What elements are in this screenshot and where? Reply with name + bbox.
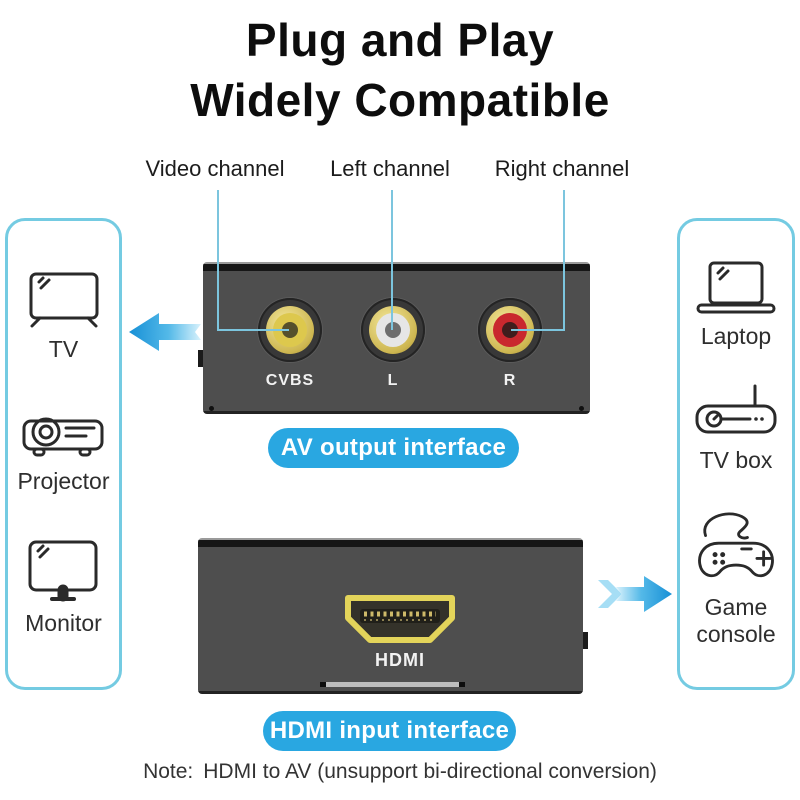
device-side-switch: [198, 350, 203, 367]
connector-line-right-vertical: [563, 190, 565, 330]
device-side-switch: [583, 632, 588, 649]
jack-label-l: L: [387, 372, 399, 389]
output-devices-panel: TV Projector Monitor: [5, 218, 122, 690]
note-prefix: Note:: [143, 760, 194, 783]
connector-line-right-horizontal: [511, 329, 565, 331]
device-label-game-console: Game console: [696, 594, 776, 648]
jack-label-cvbs: CVBS: [265, 372, 315, 389]
arrow-left-icon: [129, 313, 201, 351]
label-video-channel: Video channel: [145, 156, 285, 181]
screw-icon: [579, 406, 584, 411]
device-label-projector: Projector: [17, 467, 110, 494]
page-title: Plug and Play Widely Compatible: [0, 10, 800, 130]
connector-line-video-vertical: [217, 190, 219, 330]
hdmi-input-caption: HDMI input interface: [263, 711, 516, 751]
game-console-icon: [698, 512, 774, 578]
device-label-tvbox: TV box: [699, 447, 773, 474]
connector-line-left-vertical: [391, 190, 393, 330]
tv-box-icon: [695, 384, 777, 434]
hdmi-port-label: HDMI: [375, 650, 425, 670]
device-item-tvbox: TV box: [695, 382, 777, 474]
hdmi-port-icon: [345, 595, 455, 643]
device-label-laptop: Laptop: [700, 322, 772, 349]
av-converter-device: CVBS L R: [198, 262, 590, 414]
hdmi-converter-device: HDMI: [198, 538, 588, 694]
rca-jack-left-audio: [361, 298, 425, 362]
screw-icon: [209, 406, 214, 411]
label-right-channel: Right channel: [494, 156, 630, 181]
device-bottom-slot: [320, 682, 465, 687]
jack-label-r: R: [503, 372, 517, 389]
rca-jack-cvbs: [258, 298, 322, 362]
note-text: HDMI to AV (unsupport bi-directional con…: [203, 760, 657, 783]
projector-icon: [22, 417, 104, 457]
note: Note: HDMI to AV (unsupport bi-directiona…: [0, 760, 800, 784]
device-label-tv: TV: [48, 335, 79, 362]
input-devices-panel: Laptop TV box: [677, 218, 795, 690]
title-line-1: Plug and Play: [245, 14, 555, 66]
device-label-monitor: Monitor: [25, 609, 102, 636]
label-left-channel: Left channel: [330, 156, 450, 181]
tv-icon: [29, 272, 98, 328]
device-item-tv: TV: [28, 271, 100, 363]
laptop-icon: [696, 261, 776, 314]
device-item-game-console: Game console: [686, 507, 786, 648]
av-output-caption: AV output interface: [268, 428, 519, 468]
connector-line-video-horizontal: [217, 329, 289, 331]
monitor-icon: [28, 540, 98, 602]
title-line-2: Widely Compatible: [190, 74, 610, 126]
arrow-right-icon: [598, 576, 672, 612]
device-item-laptop: Laptop: [695, 260, 777, 350]
device-item-projector: Projector: [17, 407, 110, 495]
device-item-monitor: Monitor: [25, 539, 102, 637]
